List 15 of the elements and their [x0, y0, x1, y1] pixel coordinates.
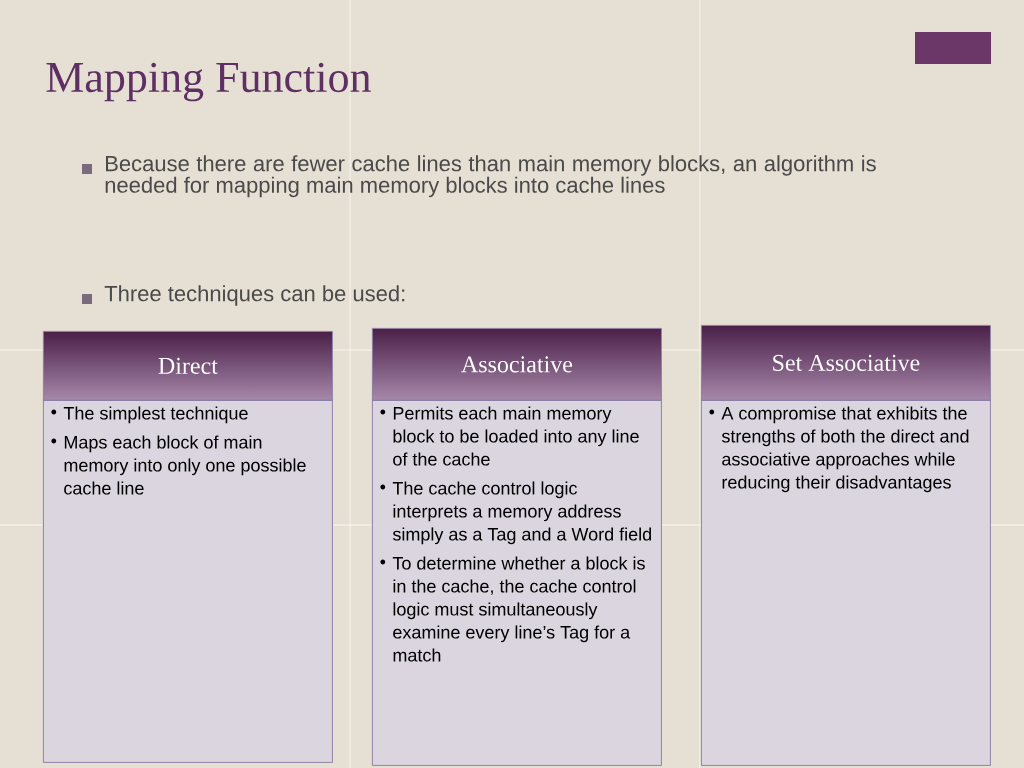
list-item: A compromise that exhibits the strengths of both the direct and associative approaches while reducing their disadvantages [709, 406, 969, 493]
bullet-text: Three techniques can be used: [104, 285, 405, 306]
list-item: The cache control logic interprets a memory address simply as a Tag and a Word field [380, 481, 651, 545]
list-item: Maps each block of main memory into only one possible cache line [51, 435, 306, 495]
column-panel [701, 400, 991, 766]
column-panel [372, 400, 662, 766]
list-item: The simplest technique [51, 406, 248, 424]
column-header: Set Associative [701, 325, 991, 401]
slide-title: Mapping Function [46, 62, 371, 102]
column-panel [43, 400, 333, 763]
column-header: Direct [43, 331, 333, 401]
bullet-text: Because there are fewer cache lines than main memory blocks, an algorithm is needed for mapping main memory blocks into cache lines [105, 155, 876, 198]
list-item: To determine whether a block is in the cache, the cache control logic must simultaneously examine every line’s Tag for a match [380, 556, 645, 662]
column-header: Associative [372, 328, 662, 401]
list-item: Permits each main memory block to be loaded into any line of the cache [380, 406, 639, 466]
